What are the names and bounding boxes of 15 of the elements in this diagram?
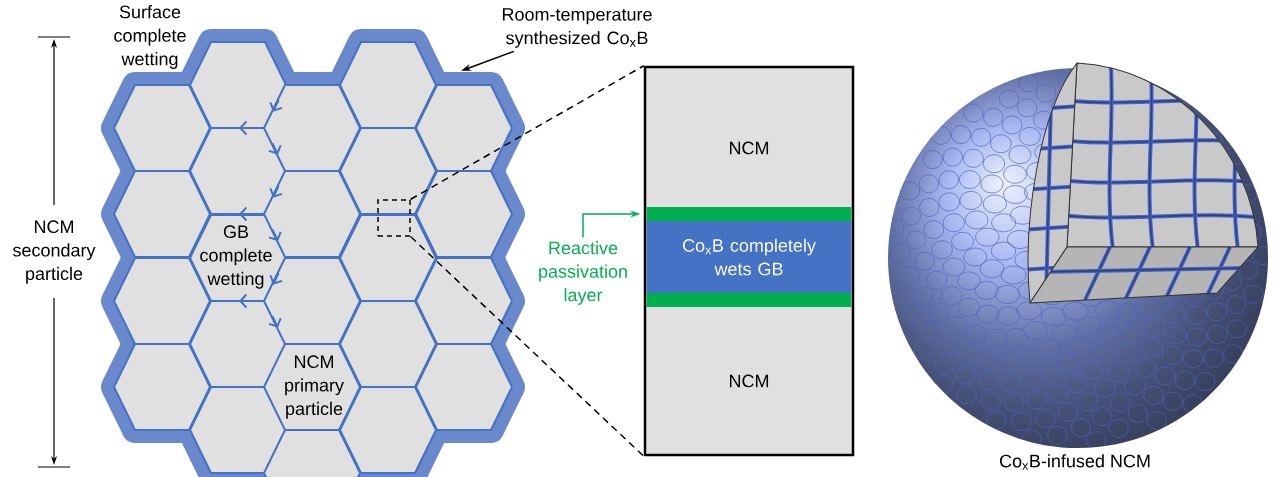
passivation-layer-bar <box>646 207 852 221</box>
zoom-line <box>410 236 645 457</box>
text-label: NCM secondary particle <box>13 220 96 284</box>
text-label: NCM primary particle <box>285 355 344 419</box>
region-label: NCM <box>730 374 769 388</box>
callout-label: Room-temperature synthesized Co$_{x}$B <box>502 8 652 48</box>
boundary-layer-band: Co$_{x}$B completely wets GB <box>646 221 852 293</box>
text-label: GB complete wetting <box>200 225 272 289</box>
zoom-box <box>377 199 411 237</box>
callout-label: Reactive passivation layer <box>539 241 627 305</box>
text-label: Surface complete wetting <box>114 5 186 69</box>
text-label: Co$_{x}$B-infused NCM <box>1000 454 1150 470</box>
region-label: NCM <box>730 141 769 155</box>
zoom-line <box>410 65 645 200</box>
passivation-layer-bar <box>646 293 852 307</box>
